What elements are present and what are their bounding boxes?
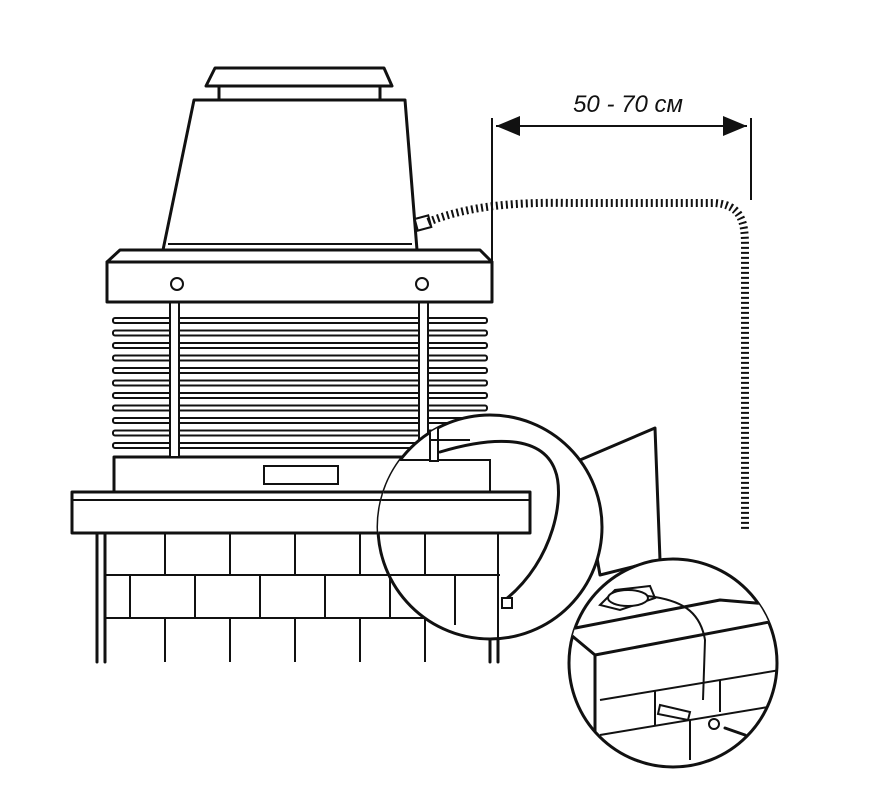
louvre-fins <box>112 317 488 449</box>
dimension-indicator: 50 - 70 см <box>491 91 752 262</box>
detail-circle-rod-mount <box>376 413 662 641</box>
louvre-fin <box>112 329 488 337</box>
motor-cone <box>161 98 419 252</box>
louvre-fin <box>112 342 488 349</box>
louvre-fin <box>112 404 488 412</box>
louvre-fin <box>112 317 488 324</box>
fan-housing-flange <box>105 248 494 304</box>
top-cap <box>204 66 394 102</box>
dimension-label: 50 - 70 см <box>573 91 683 118</box>
louvre-fin <box>112 367 488 374</box>
louvre-fin <box>112 392 488 399</box>
detail-circle-wall-anchor <box>567 557 779 769</box>
louvre-fin <box>112 379 488 387</box>
louvre-fin <box>112 354 488 362</box>
